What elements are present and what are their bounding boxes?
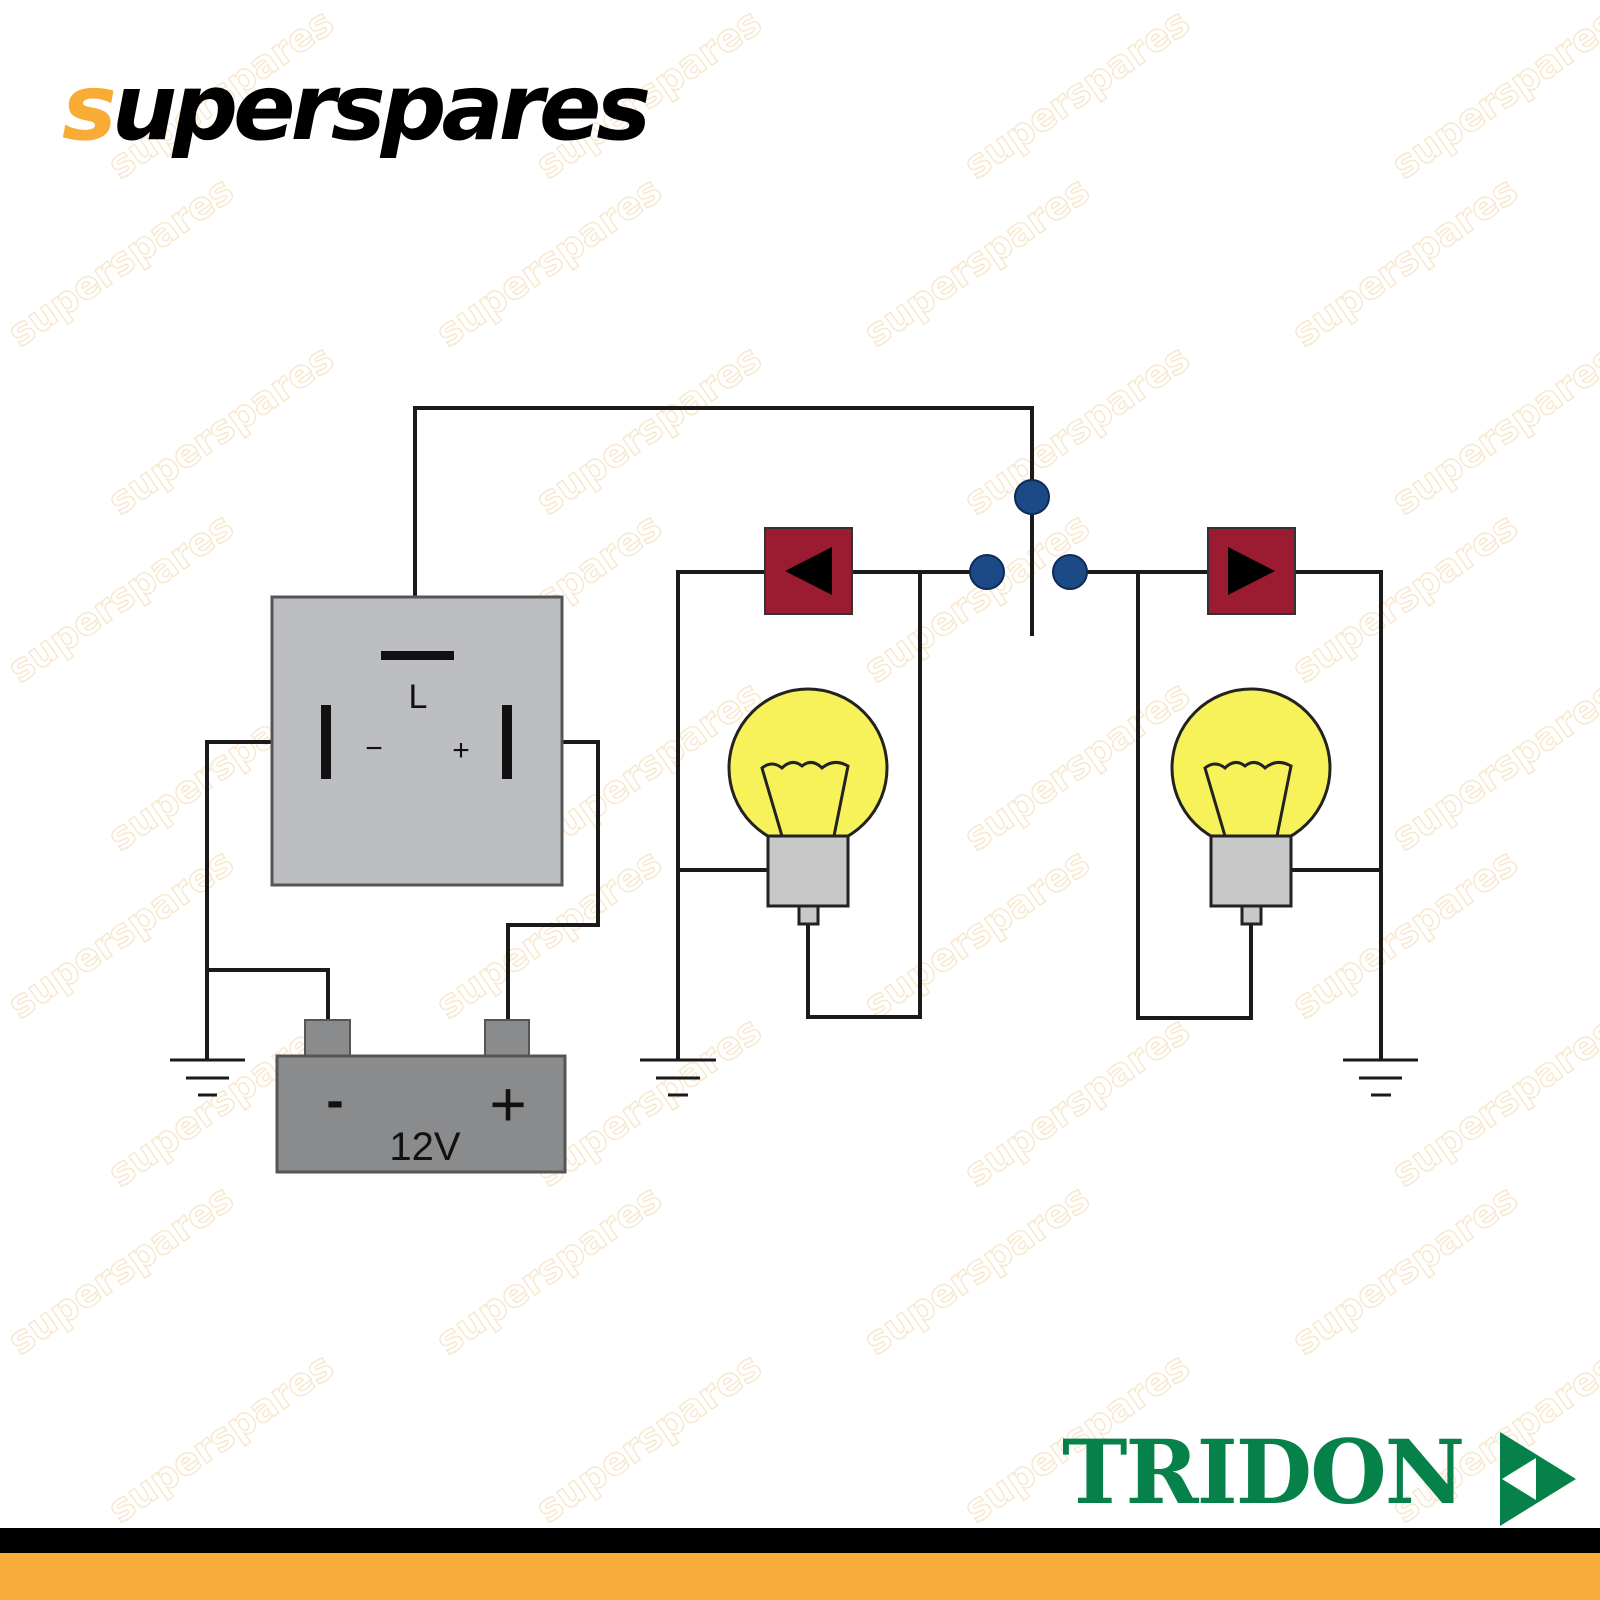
battery-minus-label: - (326, 1072, 343, 1130)
turn-switch (969, 479, 1088, 590)
switch-common-contact (1014, 479, 1050, 515)
tridon-logo: TRIDON (1062, 1428, 1465, 1516)
logo-s: s (62, 54, 117, 161)
arrow-left-icon (785, 547, 832, 595)
left-indicator-lamp (764, 527, 853, 615)
tridon-wordmark: TRIDON (1062, 1420, 1465, 1524)
terminal-plus-label: + (452, 734, 470, 767)
switch-right-contact (1052, 554, 1088, 590)
logo-rest: uperspares (111, 54, 651, 161)
right-indicator-lamp (1207, 527, 1296, 615)
ground-left (170, 1058, 245, 1097)
battery-plus-label: + (489, 1068, 526, 1140)
wires (205, 406, 1383, 1060)
terminal-minus-label: − (365, 732, 383, 765)
ground-middle (640, 1058, 716, 1097)
ground-symbols (170, 1058, 1418, 1097)
right-bulb (1170, 687, 1332, 926)
footer-bar-black (0, 1528, 1600, 1553)
flasher-unit: L − + (270, 595, 564, 887)
tridon-arrow-icon (1500, 1432, 1576, 1526)
superspares-logo: superspares (62, 62, 651, 154)
left-bulb (727, 687, 889, 926)
arrow-right-icon (1228, 547, 1275, 595)
switch-left-contact (969, 554, 1005, 590)
battery: - + 12V (275, 1019, 567, 1174)
terminal-l-label: L (409, 678, 428, 716)
footer-bar-orange (0, 1553, 1600, 1600)
ground-right (1343, 1058, 1418, 1097)
battery-voltage-label: 12V (389, 1125, 460, 1169)
